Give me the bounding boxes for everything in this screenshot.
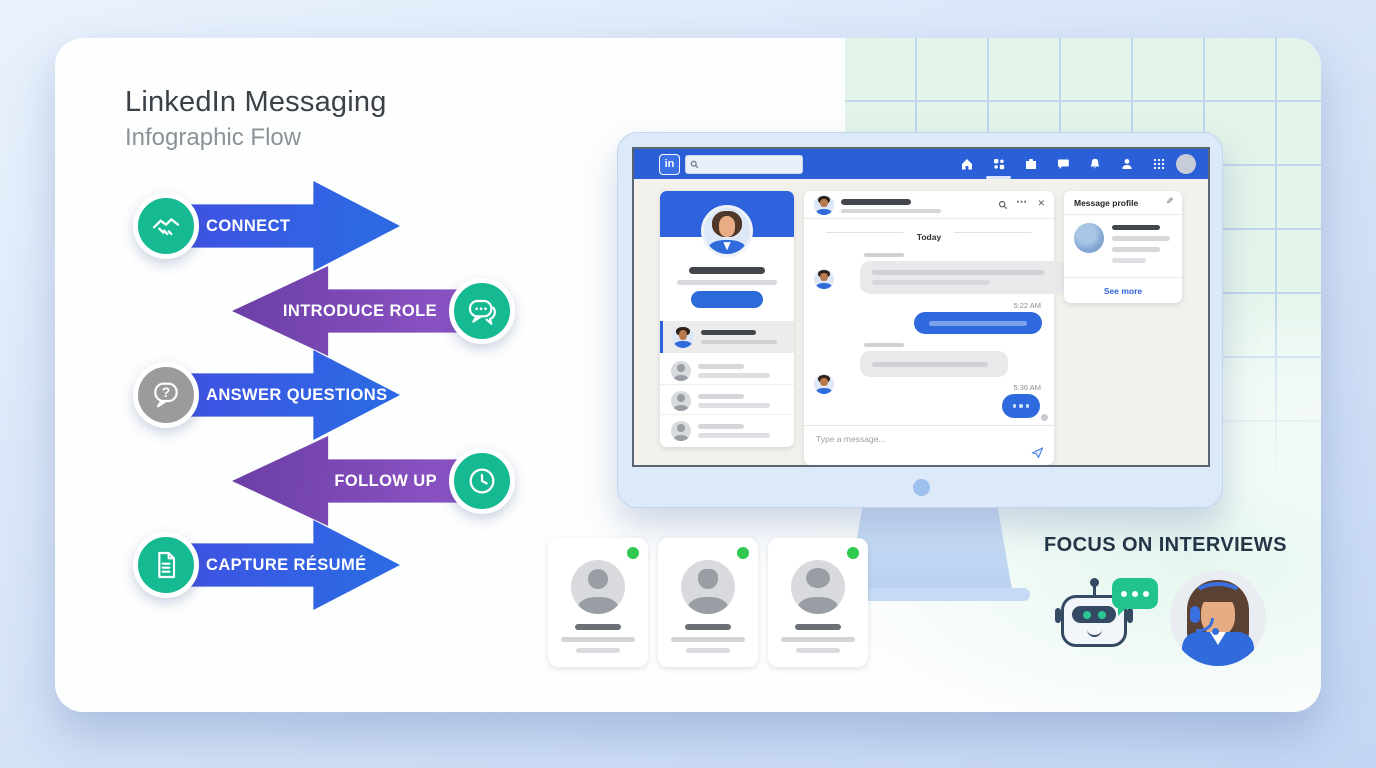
- profile-photo[interactable]: [701, 205, 753, 257]
- flow-step-label: CAPTURE RÉSUMÉ: [206, 555, 367, 574]
- profile-sidebar: [660, 191, 794, 447]
- conversation-preview-placeholder: [701, 340, 777, 344]
- me-icon[interactable]: [1119, 157, 1134, 172]
- chat-more-icon[interactable]: ⋯: [1016, 196, 1027, 208]
- online-status-dot: [847, 547, 859, 559]
- conversation-item-selected[interactable]: [660, 321, 794, 353]
- message-input-area[interactable]: Type a message...: [804, 425, 1054, 465]
- candidate-avatar: [571, 560, 625, 614]
- clock-icon: [449, 448, 515, 514]
- conversation-avatar: [672, 326, 694, 348]
- network-icon[interactable]: [986, 157, 1011, 179]
- active-tab-underline: [986, 175, 1011, 179]
- chat-contact-name-placeholder: [841, 199, 911, 205]
- flow-step-label: FOLLOW UP: [334, 471, 437, 490]
- candidate-avatar: [791, 560, 845, 614]
- agent-mic: [1212, 628, 1219, 635]
- message-profile-panel: Message profile ✎ See more: [1064, 191, 1182, 303]
- flow-step-label: INTRODUCE ROLE: [282, 301, 437, 320]
- see-more-link: See more: [1103, 285, 1143, 296]
- chat-bubbles-icon: [449, 278, 515, 344]
- message-input-placeholder: Type a message...: [816, 434, 886, 444]
- chat-panel: ⋯ ✕ Today 5:22 AM: [804, 191, 1066, 465]
- profile-action-button[interactable]: [691, 291, 763, 308]
- profile-headline-placeholder: [677, 280, 777, 285]
- search-icon: [690, 160, 699, 168]
- navbar-icons: [959, 149, 1166, 179]
- flow-step-label: ANSWER QUESTIONS: [206, 385, 388, 404]
- apps-grid-icon[interactable]: [1151, 157, 1166, 172]
- conversation-name-placeholder: [701, 330, 756, 335]
- chat-contact-avatar: [814, 195, 834, 215]
- typing-indicator-bubble: [1002, 394, 1040, 418]
- flow-step-label: CONNECT: [206, 216, 291, 235]
- chat-dots-bubble-icon: [1112, 578, 1158, 616]
- edit-pencil-icon[interactable]: ✎: [1166, 196, 1174, 206]
- chat-search-icon[interactable]: [998, 200, 1008, 210]
- message-avatar: [814, 374, 834, 394]
- incoming-message-bubble: [860, 261, 1066, 294]
- support-agent-avatar: [1170, 570, 1266, 666]
- monitor-stand-base: [842, 588, 1030, 601]
- chat-header: ⋯ ✕: [804, 191, 1054, 219]
- conversation-item[interactable]: [660, 387, 794, 415]
- search-input[interactable]: [685, 154, 803, 174]
- read-receipt-dot: [1041, 414, 1048, 421]
- sender-label-placeholder: [864, 253, 904, 257]
- page-subtitle: Infographic Flow: [125, 124, 302, 151]
- focus-caption: FOCUS ON INTERVIEWS: [1044, 534, 1287, 556]
- page-title: LinkedIn Messaging: [125, 86, 387, 118]
- online-status-dot: [737, 547, 749, 559]
- timestamp: 5:22 AM: [1013, 301, 1041, 310]
- see-more-row[interactable]: See more: [1064, 277, 1182, 303]
- incoming-message-bubble: [860, 351, 1008, 377]
- candidate-card: [548, 538, 648, 667]
- linkedin-screen: in: [632, 147, 1210, 467]
- linkedin-logo[interactable]: in: [659, 153, 680, 175]
- handshake-icon: [133, 193, 199, 259]
- chat-close-icon[interactable]: ✕: [1037, 198, 1045, 208]
- message-profile-title: Message profile: [1074, 198, 1139, 208]
- home-icon[interactable]: [959, 157, 974, 172]
- conversation-item[interactable]: [660, 417, 794, 445]
- jobs-icon[interactable]: [1023, 157, 1038, 172]
- conversation-item[interactable]: [660, 357, 794, 385]
- document-icon: [133, 532, 199, 598]
- question-bubble-icon: ?: [133, 362, 199, 428]
- profile-name-placeholder: [689, 267, 765, 274]
- message-avatar: [814, 269, 834, 289]
- sender-label-placeholder: [864, 343, 904, 347]
- profile-avatar[interactable]: [1176, 154, 1196, 174]
- outgoing-message-bubble: [914, 312, 1042, 334]
- linkedin-navbar: in: [634, 149, 1208, 179]
- message-profile-header: Message profile ✎: [1064, 191, 1182, 215]
- candidate-card: [768, 538, 868, 667]
- agent-earcup: [1190, 606, 1200, 623]
- monitor-stand: [847, 505, 1013, 591]
- notifications-icon[interactable]: [1087, 157, 1102, 172]
- agent-headset-band: [1192, 582, 1244, 612]
- send-icon[interactable]: [1031, 446, 1044, 459]
- online-status-dot: [627, 547, 639, 559]
- chat-contact-status-placeholder: [841, 209, 941, 213]
- candidate-card: [658, 538, 758, 667]
- monitor-chin-dot: [913, 479, 930, 496]
- message-profile-avatar: [1074, 223, 1104, 253]
- timestamp: 5:36 AM: [1013, 383, 1041, 392]
- monitor: in: [617, 132, 1223, 508]
- candidate-avatar: [681, 560, 735, 614]
- date-divider: Today: [804, 227, 1054, 245]
- messaging-icon[interactable]: [1055, 157, 1070, 172]
- svg-text:?: ?: [162, 384, 171, 400]
